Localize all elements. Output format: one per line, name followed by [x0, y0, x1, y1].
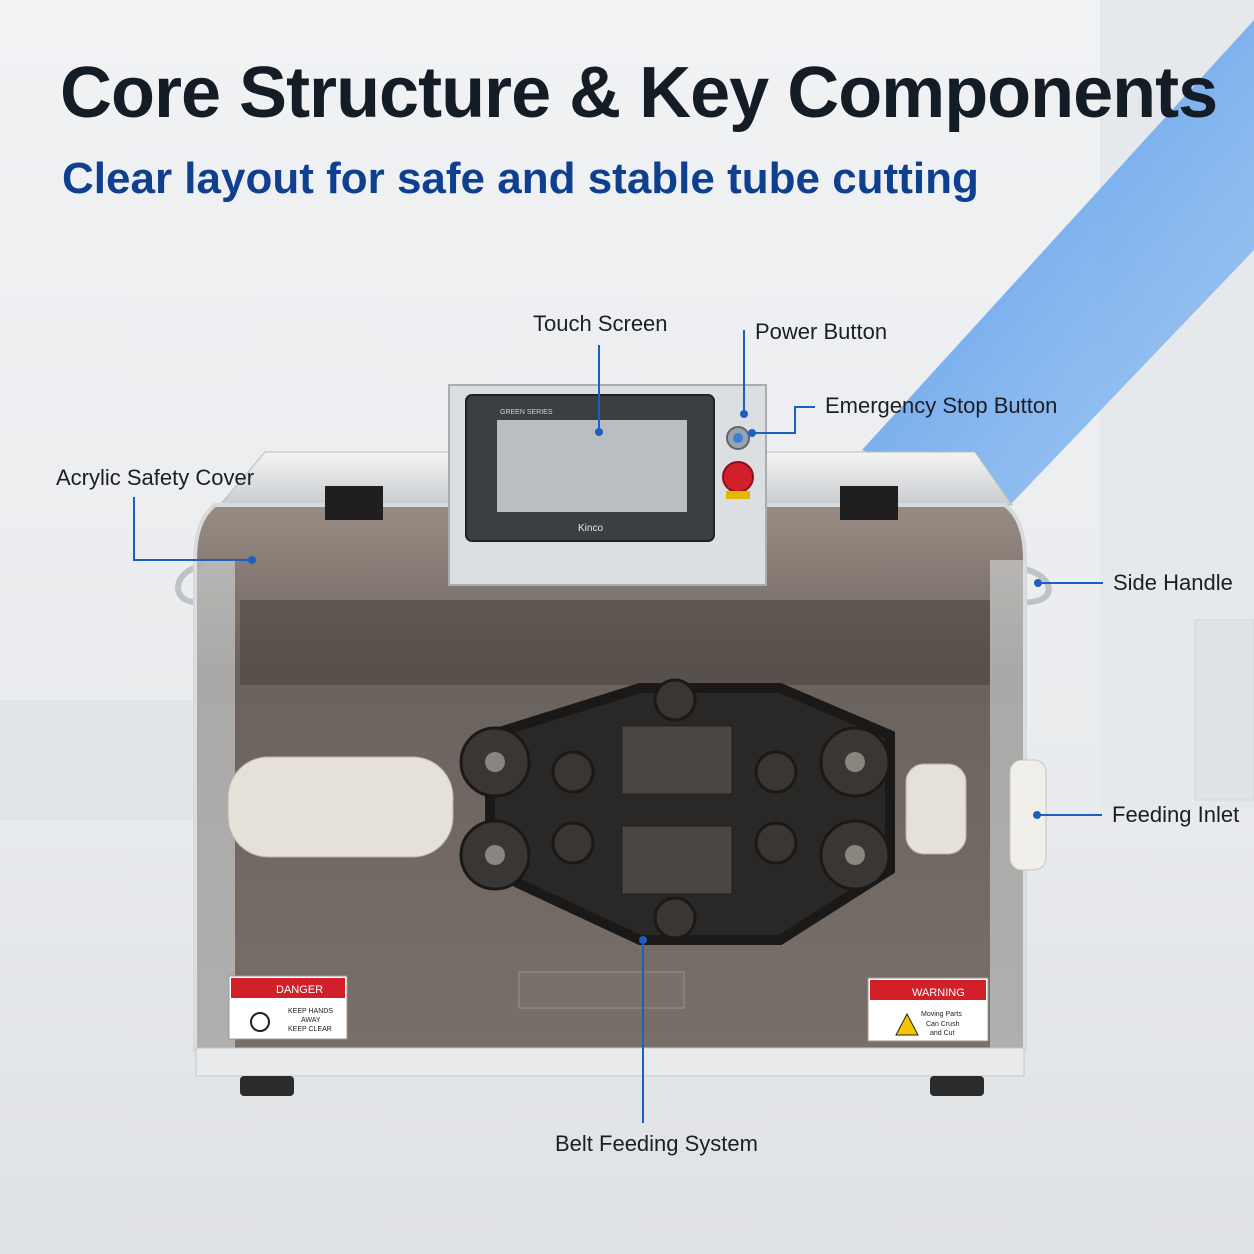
screen-series-text: GREEN SERIES: [500, 409, 553, 416]
callout-acrylic-cover: Acrylic Safety Cover: [56, 465, 255, 490]
callout-side-handle: Side Handle: [1113, 570, 1233, 595]
danger-line-2: AWAY: [301, 1017, 321, 1024]
warning-line-2: Can Crush: [926, 1021, 960, 1028]
feeding-roller-left: [227, 756, 454, 858]
warning-heading: WARNING: [912, 987, 965, 999]
callout-power-button: Power Button: [755, 319, 888, 344]
warning-line-3: and Cut: [930, 1030, 955, 1037]
warning-line-1: Moving Parts: [921, 1011, 962, 1018]
danger-pictogram-icon: [250, 1012, 270, 1032]
clamp-block-upper: [621, 725, 733, 795]
danger-line-3: KEEP CLEAR: [288, 1026, 332, 1033]
feeding-roller-right: [905, 763, 967, 855]
screen-brand-text: Kinco: [578, 523, 603, 534]
danger-heading: DANGER: [276, 984, 323, 996]
accent-stripe: [862, 20, 1254, 505]
page-title: Core Structure & Key Components: [60, 53, 1218, 133]
leader-emergency-stop: [752, 406, 815, 434]
foot-left: [240, 1076, 294, 1096]
danger-line-1: KEEP HANDS: [288, 1008, 333, 1015]
touch-screen-display: [497, 420, 687, 512]
leader-acrylic-cover: [133, 497, 252, 561]
clamp-block-lower: [621, 825, 733, 895]
side-handle-right: [1019, 565, 1052, 606]
hinge-right: [840, 486, 898, 520]
callout-belt-feeding: Belt Feeding System: [555, 1131, 758, 1156]
base-plate: [195, 1047, 1025, 1077]
foot-right: [930, 1076, 984, 1096]
callout-emergency-stop: Emergency Stop Button: [825, 393, 1058, 418]
warning-triangle-icon: [895, 1012, 919, 1036]
hinge-left: [325, 486, 383, 520]
page-subtitle: Clear layout for safe and stable tube cu…: [62, 154, 979, 203]
callout-feeding-inlet: Feeding Inlet: [1112, 802, 1240, 827]
callout-touch-screen: Touch Screen: [533, 311, 668, 336]
